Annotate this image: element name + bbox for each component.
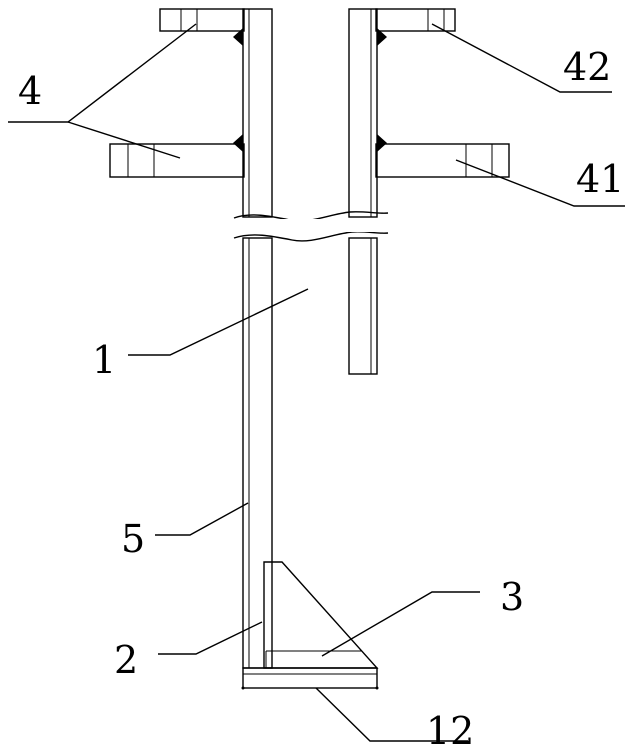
leader-lines bbox=[8, 23, 625, 742]
flange-42 bbox=[159, 8, 456, 32]
label-3: 3 bbox=[500, 575, 524, 619]
bottom-plate-12 bbox=[241, 667, 379, 690]
label-4: 4 bbox=[18, 69, 42, 113]
label-1: 1 bbox=[92, 338, 116, 382]
weld-beads bbox=[233, 28, 387, 152]
break-line bbox=[233, 211, 389, 242]
label-41: 41 bbox=[576, 157, 624, 201]
pipe-upper-section bbox=[242, 8, 378, 218]
label-2: 2 bbox=[114, 638, 138, 682]
label-5: 5 bbox=[121, 517, 145, 561]
label-42: 42 bbox=[563, 45, 611, 89]
label-12: 12 bbox=[426, 709, 474, 753]
flange-41 bbox=[109, 143, 510, 178]
pipe-lower-section bbox=[242, 237, 378, 669]
triangular-block bbox=[263, 561, 379, 669]
